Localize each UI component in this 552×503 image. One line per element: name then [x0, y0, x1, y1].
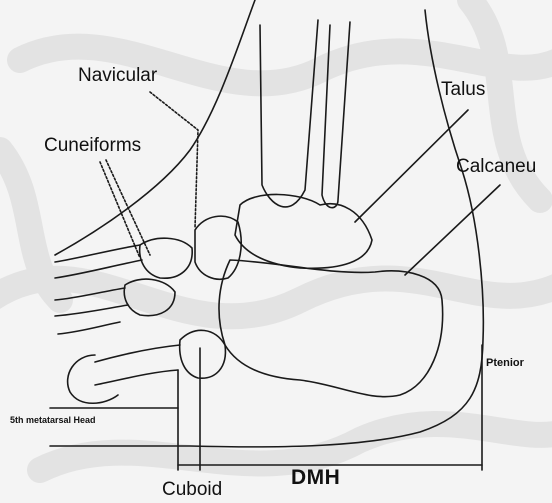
- metatarsal-3: [58, 322, 120, 334]
- calcaneus-leader: [405, 185, 500, 275]
- cuneiform-bone-1: [140, 238, 193, 278]
- ptenior-label: Ptenior: [486, 358, 524, 369]
- cuboid-label: Cuboid: [162, 480, 222, 499]
- talus-leader: [355, 110, 468, 222]
- navicular-label: Navicular: [78, 66, 157, 85]
- cuboid-bone: [180, 330, 226, 378]
- metatarsal-5: [95, 345, 180, 362]
- navicular-leader: [150, 92, 198, 228]
- fifth-metatarsal-head: [68, 355, 118, 403]
- dmh-label: DMH: [291, 467, 340, 488]
- fifth-metatarsal-head-label: 5th metatarsal Head: [10, 416, 96, 425]
- metatarsal-5b: [95, 370, 178, 385]
- talus-bone: [235, 194, 372, 268]
- calcaneus-label: Calcaneu: [456, 157, 536, 176]
- cuneiforms-label: Cuneiforms: [44, 136, 141, 155]
- talus-label: Talus: [441, 80, 485, 99]
- tibia: [260, 20, 318, 207]
- navicular-bone: [195, 216, 241, 279]
